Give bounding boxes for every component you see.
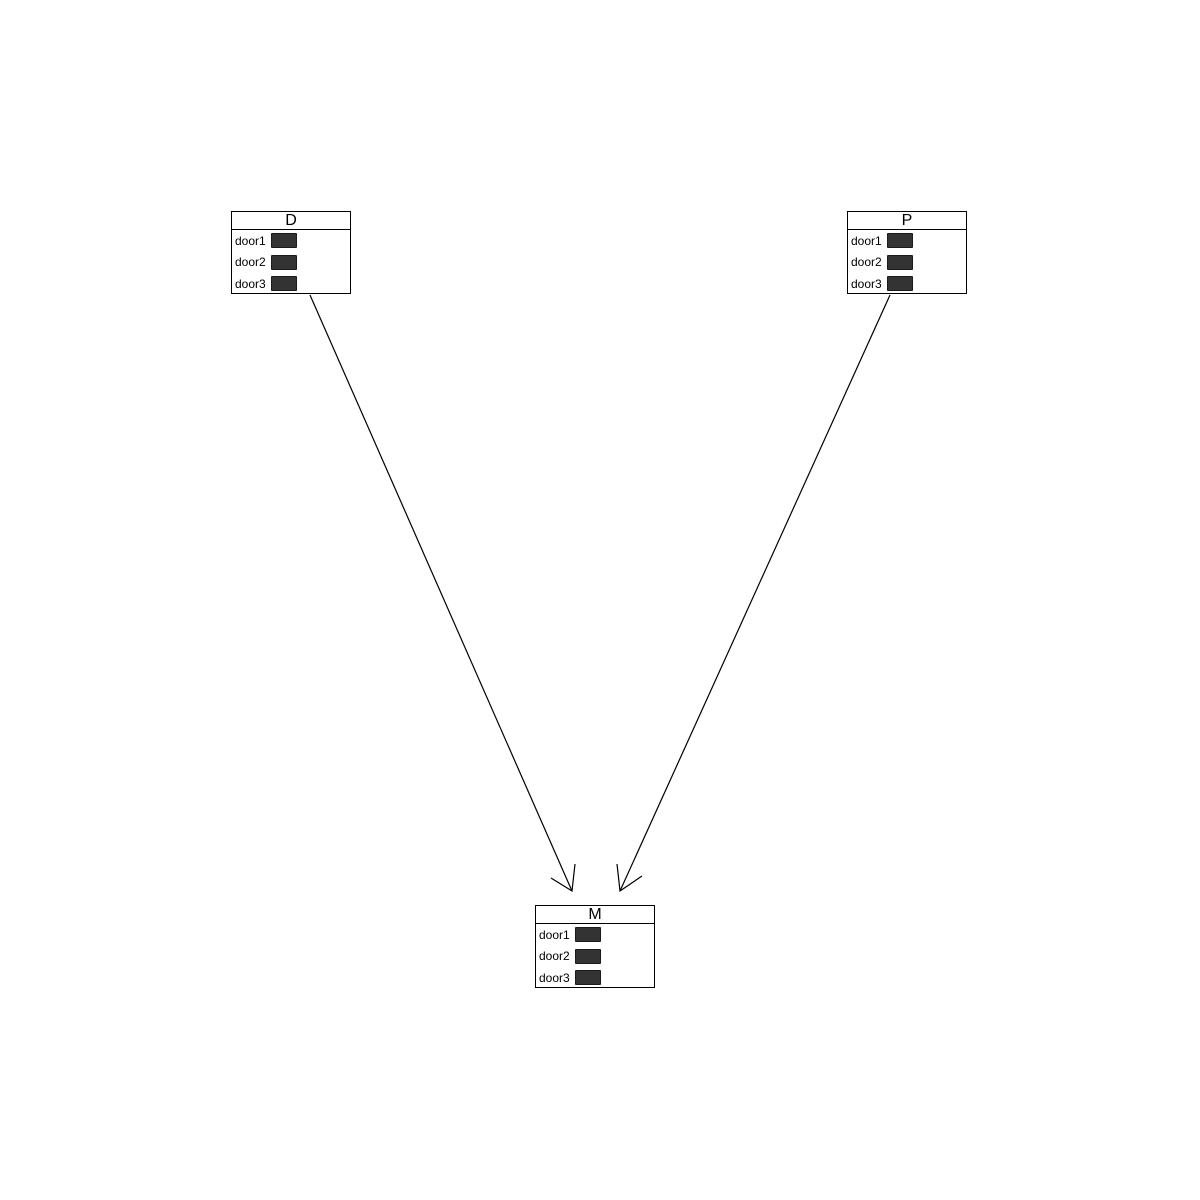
node-p-title: P bbox=[848, 212, 966, 230]
edge-p-to-m-line bbox=[619, 294, 891, 892]
node-p-state-bar bbox=[887, 276, 913, 292]
node-p[interactable]: P door1 door2 door3 bbox=[847, 211, 967, 294]
node-p-state-bar bbox=[887, 254, 913, 270]
node-d-title: D bbox=[232, 212, 350, 230]
node-d-state-bar bbox=[271, 233, 297, 249]
edge-p-to-m-arrowhead bbox=[616, 863, 643, 893]
node-m-state-row: door2 bbox=[536, 946, 654, 968]
node-d-state-bar bbox=[271, 254, 297, 270]
node-m-state-label: door3 bbox=[539, 970, 570, 985]
node-p-state-row: door2 bbox=[848, 252, 966, 274]
node-m-title: M bbox=[536, 906, 654, 924]
node-p-state-label: door2 bbox=[851, 255, 882, 270]
node-m-state-row: door1 bbox=[536, 924, 654, 946]
node-p-state-row: door3 bbox=[848, 273, 966, 295]
node-d-state-bar bbox=[271, 276, 297, 292]
node-d-state-row: door3 bbox=[232, 273, 350, 295]
node-d-state-row: door2 bbox=[232, 252, 350, 274]
node-d-state-label: door3 bbox=[235, 276, 266, 291]
node-p-state-row: door1 bbox=[848, 230, 966, 252]
node-d-state-label: door1 bbox=[235, 233, 266, 248]
edge-p-to-m bbox=[616, 294, 891, 893]
node-m-state-bar bbox=[575, 970, 601, 986]
node-m[interactable]: M door1 door2 door3 bbox=[535, 905, 655, 988]
edge-d-to-m-line bbox=[309, 294, 573, 892]
node-d-state-label: door2 bbox=[235, 255, 266, 270]
edge-d-to-m bbox=[309, 294, 576, 893]
node-m-state-bar bbox=[575, 927, 601, 943]
node-m-state-label: door1 bbox=[539, 927, 570, 942]
node-p-state-label: door1 bbox=[851, 233, 882, 248]
node-p-state-bar bbox=[887, 233, 913, 249]
node-p-state-label: door3 bbox=[851, 276, 882, 291]
node-m-state-label: door2 bbox=[539, 949, 570, 964]
node-d[interactable]: D door1 door2 door3 bbox=[231, 211, 351, 294]
node-m-state-bar bbox=[575, 948, 601, 964]
edge-d-to-m-arrowhead bbox=[550, 863, 576, 893]
node-m-state-row: door3 bbox=[536, 967, 654, 989]
node-d-state-row: door1 bbox=[232, 230, 350, 252]
